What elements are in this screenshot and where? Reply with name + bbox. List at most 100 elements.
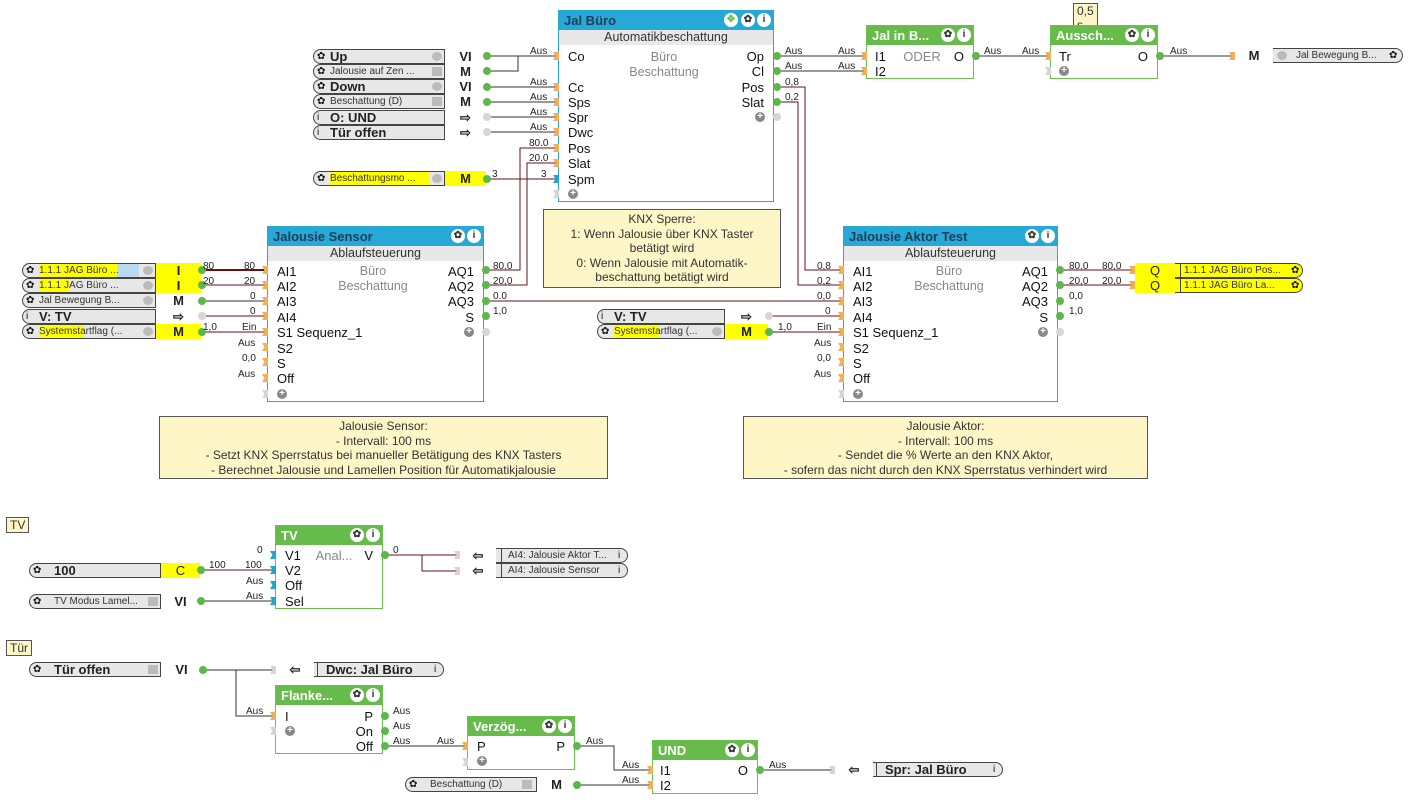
output-port[interactable]: [773, 83, 781, 91]
node-spr-jal-buero[interactable]: ⇦ Spr: Jal Büro i: [835, 762, 1003, 777]
output-port[interactable]: [198, 297, 206, 305]
output-port[interactable]: [573, 781, 581, 789]
output-port[interactable]: [765, 328, 773, 336]
block-jal-in-b-oder[interactable]: Jal in B... ✿ i I1 I2 ODER O: [866, 25, 974, 79]
add-input-icon[interactable]: +: [568, 189, 578, 199]
input-port[interactable]: [838, 312, 844, 320]
output-port[interactable]: [482, 312, 490, 320]
input-port[interactable]: [553, 144, 559, 152]
input-port[interactable]: [838, 358, 844, 366]
output-port[interactable]: [773, 98, 781, 106]
input-port[interactable]: [270, 712, 276, 720]
info-icon[interactable]: i: [317, 127, 320, 138]
input-port[interactable]: [262, 281, 268, 289]
output-port[interactable]: [1056, 266, 1064, 274]
info-icon[interactable]: i: [957, 28, 971, 42]
input-port[interactable]: [270, 597, 276, 605]
gear-icon[interactable]: ✿: [33, 565, 42, 576]
node-constant-100[interactable]: ✿ 100 C: [29, 563, 200, 578]
gear-icon[interactable]: ✿: [1291, 280, 1300, 291]
block-jalousie-aktor-test[interactable]: Jalousie Aktor Test ✿ i Ablaufsteuerung …: [843, 226, 1058, 402]
node-o-und[interactable]: i O: UND ⇨: [313, 110, 486, 125]
output-port[interactable]: [483, 128, 491, 136]
output-port[interactable]: [483, 52, 491, 60]
node-tuer-offen-ref[interactable]: i Tür offen ⇨: [313, 125, 486, 140]
add-output-icon[interactable]: +: [1038, 327, 1048, 337]
input-port[interactable]: [553, 175, 559, 183]
input-port[interactable]: [262, 297, 268, 305]
move-icon[interactable]: ✥: [724, 13, 738, 27]
gear-icon[interactable]: ✿: [350, 528, 364, 542]
output-port[interactable]: [1056, 328, 1064, 336]
output-port[interactable]: [483, 175, 491, 183]
output-port[interactable]: [756, 766, 764, 774]
block-header[interactable]: Jal Büro ✥ ✿ i: [559, 11, 773, 30]
node-jal-bewegung-in[interactable]: ✿ Jal Bewegung B... M: [22, 293, 201, 308]
input-port[interactable]: [838, 390, 844, 398]
gear-icon[interactable]: ✿: [1125, 28, 1139, 42]
block-verzoegerung[interactable]: Verzög... ✿ i P + P: [467, 716, 575, 770]
input-port[interactable]: [553, 128, 559, 136]
block-jalousie-sensor[interactable]: Jalousie Sensor ✿ i Ablaufsteuerung Büro…: [267, 226, 484, 402]
gear-icon[interactable]: ✿: [26, 265, 35, 276]
node-beschattung-d-2[interactable]: ✿ Beschattung (D) M: [405, 777, 576, 792]
info-icon[interactable]: i: [317, 112, 320, 123]
input-port[interactable]: [262, 328, 268, 336]
block-jal-buero[interactable]: Jal Büro ✥ ✿ i Automatikbeschattung Büro…: [558, 10, 774, 202]
node-systemstartflag[interactable]: ✿ Systemstartflag (... M: [22, 324, 201, 339]
block-header[interactable]: TV ✿ i: [276, 526, 382, 545]
gear-icon[interactable]: ✿: [26, 295, 35, 306]
node-jal-bewegung-out[interactable]: M Jal Bewegung B... ✿: [1235, 48, 1403, 63]
info-icon[interactable]: i: [366, 528, 380, 542]
info-icon[interactable]: i: [1141, 28, 1155, 42]
input-port[interactable]: [262, 390, 268, 398]
info-icon[interactable]: i: [993, 764, 996, 775]
add-input-icon[interactable]: +: [285, 726, 295, 736]
output-port[interactable]: [482, 281, 490, 289]
output-port[interactable]: [198, 312, 206, 320]
node-v-tv[interactable]: i V: TV ⇨: [22, 309, 201, 324]
node-jag-buero-2[interactable]: ✿ 1.1.1 JAG Büro ... I: [22, 278, 201, 293]
block-header[interactable]: Aussch... ✿ i: [1051, 26, 1157, 45]
add-output-icon[interactable]: +: [464, 327, 474, 337]
input-port[interactable]: [262, 312, 268, 320]
input-port[interactable]: [262, 374, 268, 382]
input-port[interactable]: [553, 113, 559, 121]
output-port[interactable]: [483, 98, 491, 106]
output-port[interactable]: [381, 551, 389, 559]
output-port[interactable]: [1056, 297, 1064, 305]
node-beschattung-d[interactable]: ✿ Beschattung (D) M: [313, 94, 486, 109]
input-port[interactable]: [262, 358, 268, 366]
output-port[interactable]: [381, 742, 389, 750]
add-input-icon[interactable]: +: [853, 389, 863, 399]
output-port[interactable]: [197, 597, 205, 605]
output-port[interactable]: [1056, 312, 1064, 320]
gear-icon[interactable]: ✿: [741, 13, 755, 27]
node-ai4-jalousie-aktor[interactable]: ⇦ AI4: Jalousie Aktor T... i: [460, 548, 628, 563]
input-port[interactable]: [1045, 67, 1051, 75]
gear-icon[interactable]: ✿: [26, 280, 35, 291]
node-jag-buero-1[interactable]: ✿ 1.1.1 JAG Büro ... I: [22, 263, 201, 278]
info-icon[interactable]: i: [434, 664, 437, 675]
node-dwc-jal-buero[interactable]: ⇦ Dwc: Jal Büro i: [276, 662, 444, 677]
info-icon[interactable]: i: [366, 688, 380, 702]
node-v-tv-2[interactable]: i V: TV ⇨: [597, 309, 768, 324]
info-icon[interactable]: i: [618, 565, 621, 576]
node-ai4-jalousie-sensor[interactable]: ⇦ AI4: Jalousie Sensor i: [460, 563, 628, 578]
block-header[interactable]: Flanke... ✿ i: [276, 686, 382, 705]
output-port[interactable]: [199, 666, 207, 674]
output-port[interactable]: [381, 712, 389, 720]
input-port[interactable]: [838, 374, 844, 382]
output-port[interactable]: [972, 52, 980, 60]
output-port[interactable]: [773, 52, 781, 60]
info-icon[interactable]: i: [26, 311, 29, 322]
gear-icon[interactable]: ✿: [1025, 229, 1039, 243]
node-tv-modus[interactable]: ✿ TV Modus Lamel... VI: [29, 594, 200, 609]
output-port[interactable]: [381, 727, 389, 735]
input-port[interactable]: [270, 551, 276, 559]
input-port[interactable]: [462, 758, 468, 766]
block-flanke[interactable]: Flanke... ✿ i I + P On Off: [275, 685, 383, 754]
input-port[interactable]: [270, 727, 276, 735]
input-port[interactable]: [861, 52, 867, 60]
node-down[interactable]: ✿ Down VI: [313, 79, 486, 94]
